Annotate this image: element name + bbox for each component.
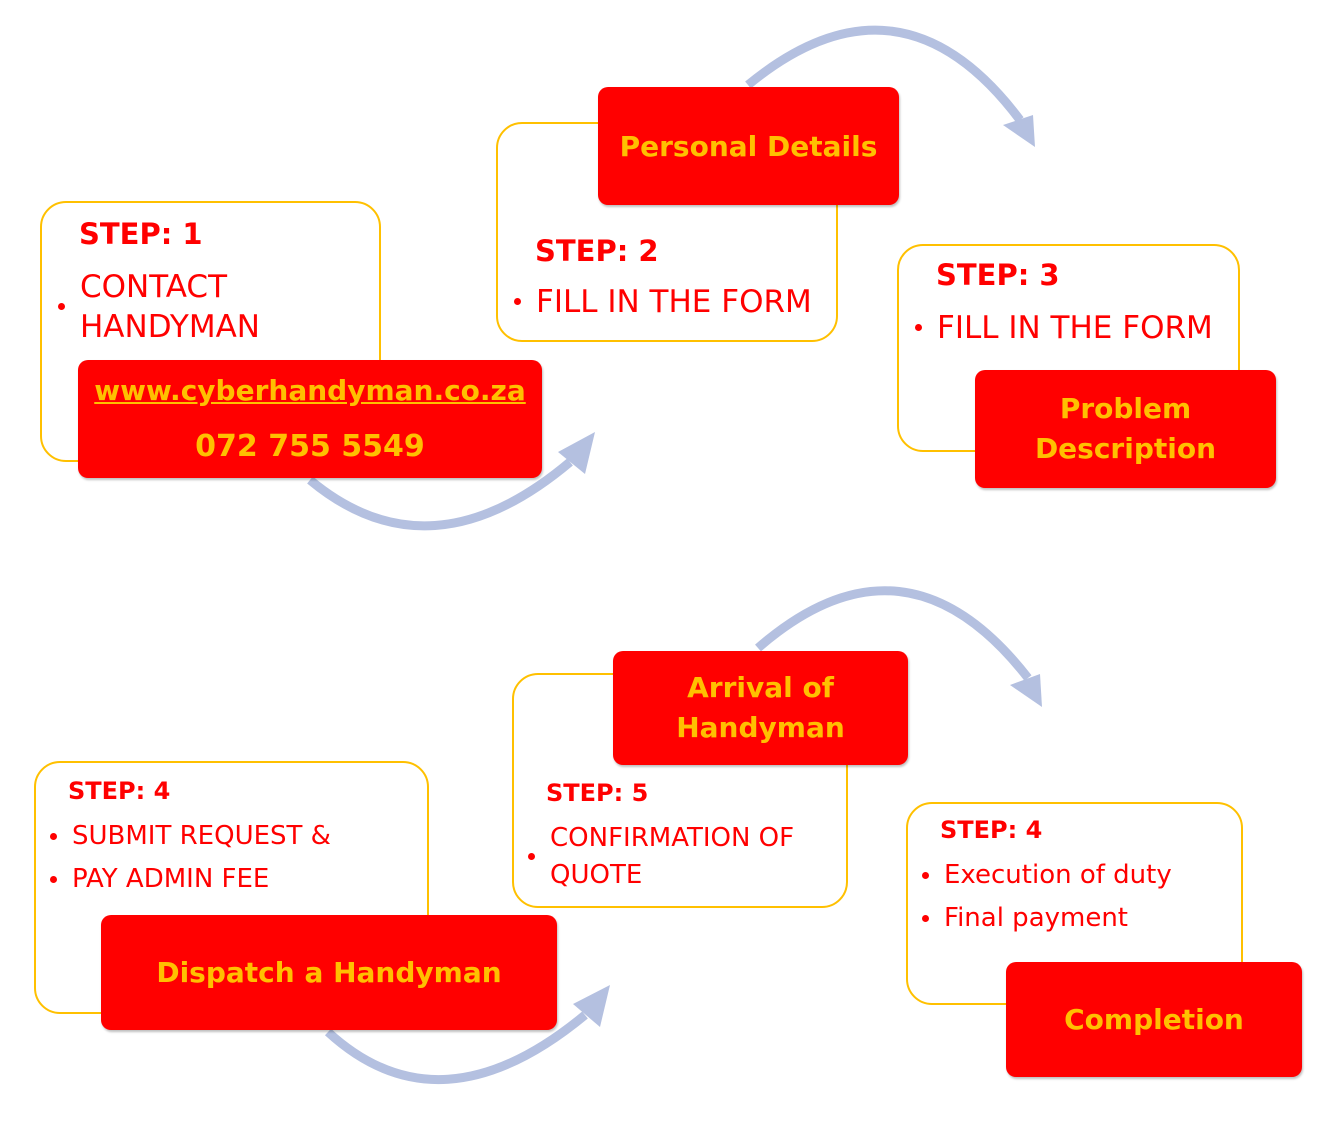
step-1-bullets: CONTACT HANDYMAN bbox=[54, 267, 320, 347]
step-6-label: STEP: 4 bbox=[940, 816, 1043, 844]
step-6-tag: Completion bbox=[1006, 962, 1302, 1077]
website-link[interactable]: www.cyberhandyman.co.za bbox=[94, 374, 526, 407]
step-3-tag-line-2: Description bbox=[1034, 432, 1217, 465]
step-3-bullets: FILL IN THE FORM bbox=[911, 308, 1213, 348]
phone-number[interactable]: 072 755 5549 bbox=[195, 429, 425, 464]
step-6-bullet: Final payment bbox=[918, 897, 1172, 940]
step-4-bullet: SUBMIT REQUEST & bbox=[46, 815, 331, 858]
step-3-tag-line-1: Problem bbox=[1059, 392, 1192, 425]
step-2-tag: Personal Details bbox=[598, 87, 899, 205]
step-2-bullet: FILL IN THE FORM bbox=[510, 282, 812, 322]
step-5-label: STEP: 5 bbox=[546, 779, 649, 807]
step-2-bullets: FILL IN THE FORM bbox=[510, 282, 812, 322]
step-1-bullet: CONTACT HANDYMAN bbox=[54, 267, 320, 347]
arrow-step5-to-step6 bbox=[755, 586, 1042, 707]
step-5-bullets: CONFIRMATION OF QUOTE bbox=[524, 820, 850, 894]
step-2-label: STEP: 2 bbox=[535, 234, 659, 268]
step-4-tag-text: Dispatch a Handyman bbox=[156, 956, 502, 989]
arrow-step1-to-step2 bbox=[307, 432, 595, 531]
arrow-step4-to-step5 bbox=[324, 985, 610, 1085]
step-1-contact-tag: www.cyberhandyman.co.za 072 755 5549 bbox=[78, 360, 542, 478]
step-6-bullets: Execution of duty Final payment bbox=[918, 854, 1172, 940]
step-6-bullet: Execution of duty bbox=[918, 854, 1172, 897]
step-5-tag: Arrival of Handyman bbox=[613, 651, 908, 765]
step-4-bullet: PAY ADMIN FEE bbox=[46, 858, 331, 901]
step-4-tag: Dispatch a Handyman bbox=[101, 915, 557, 1030]
step-3-bullet: FILL IN THE FORM bbox=[911, 308, 1213, 348]
step-6-tag-text: Completion bbox=[1064, 1003, 1244, 1036]
step-5-tag-line-2: Handyman bbox=[676, 711, 845, 744]
step-4-bullets: SUBMIT REQUEST & PAY ADMIN FEE bbox=[46, 815, 331, 901]
step-3-tag: Problem Description bbox=[975, 370, 1276, 488]
step-5-tag-line-1: Arrival of bbox=[687, 671, 834, 704]
step-5-bullet: CONFIRMATION OF QUOTE bbox=[524, 820, 850, 894]
arrow-step2-to-step3 bbox=[745, 25, 1035, 147]
step-2-tag-text: Personal Details bbox=[619, 129, 878, 163]
step-1-label: STEP: 1 bbox=[79, 217, 203, 251]
step-3-label: STEP: 3 bbox=[936, 258, 1060, 292]
step-4-label: STEP: 4 bbox=[68, 777, 171, 805]
